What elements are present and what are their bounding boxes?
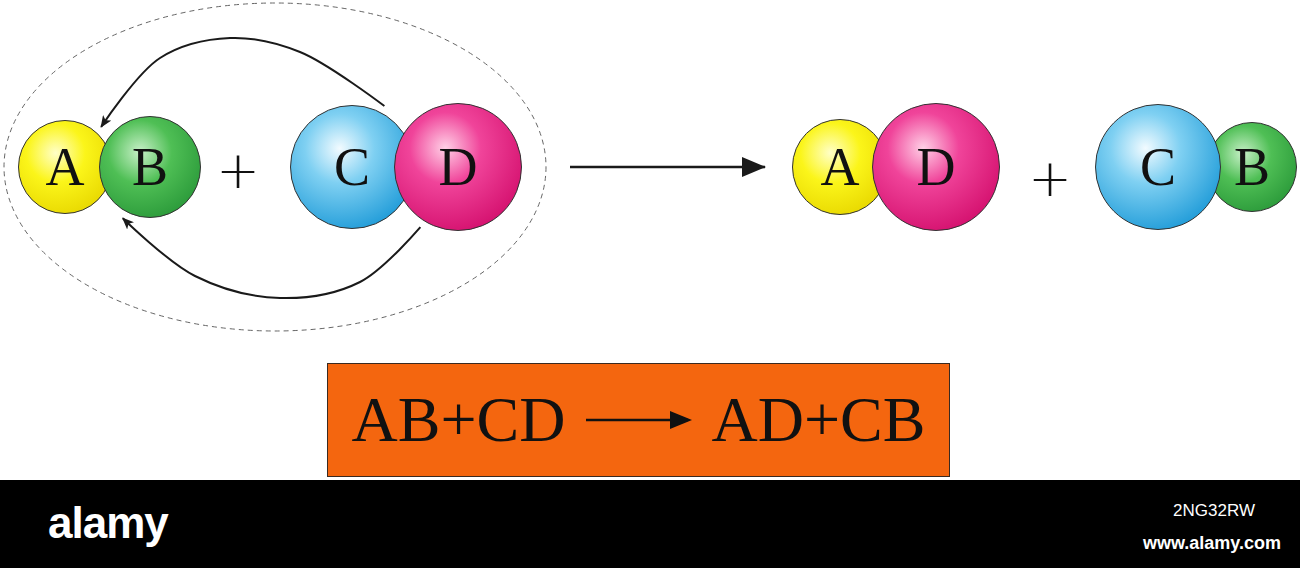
equation-text: AB+CD bbox=[352, 388, 566, 452]
atom-fill bbox=[1208, 123, 1297, 212]
atom-fill bbox=[873, 104, 1000, 231]
atom-fill bbox=[395, 104, 522, 231]
equation-box: AB+CD AD+CB bbox=[327, 363, 950, 477]
atom-letter: D bbox=[917, 140, 956, 194]
equation-arrow-head bbox=[670, 411, 692, 429]
atom-letter: C bbox=[1140, 140, 1176, 194]
watermark: www.alamy.com bbox=[1143, 534, 1281, 552]
atom-fill bbox=[19, 121, 112, 214]
atom-letter: C bbox=[334, 140, 370, 194]
dashed-ellipse bbox=[4, 3, 546, 331]
atom-letter: B bbox=[132, 140, 168, 194]
atom-circle: A bbox=[18, 120, 112, 214]
watermark: alamy bbox=[48, 501, 168, 545]
atom-circle: D bbox=[872, 103, 1000, 231]
atom-letter: A bbox=[821, 140, 860, 194]
atom-circle: C bbox=[1095, 104, 1221, 230]
equation-text: AD+CB bbox=[712, 388, 926, 452]
plus-sign: + bbox=[216, 144, 260, 196]
equation-arrow bbox=[584, 405, 694, 435]
atom-letter: A bbox=[46, 140, 85, 194]
watermark: 2NG32RW bbox=[1173, 502, 1255, 519]
swap-arrow bbox=[123, 218, 421, 298]
atom-letter: B bbox=[1234, 140, 1270, 194]
atom-fill bbox=[1096, 105, 1221, 230]
atom-letter: D bbox=[439, 140, 478, 194]
footer-bar bbox=[0, 480, 1300, 568]
atom-circle: B bbox=[99, 116, 201, 218]
plus-sign: + bbox=[1028, 152, 1072, 204]
atom-fill bbox=[100, 117, 201, 218]
reaction-arrow bbox=[570, 166, 765, 169]
atom-circle: D bbox=[394, 103, 522, 231]
